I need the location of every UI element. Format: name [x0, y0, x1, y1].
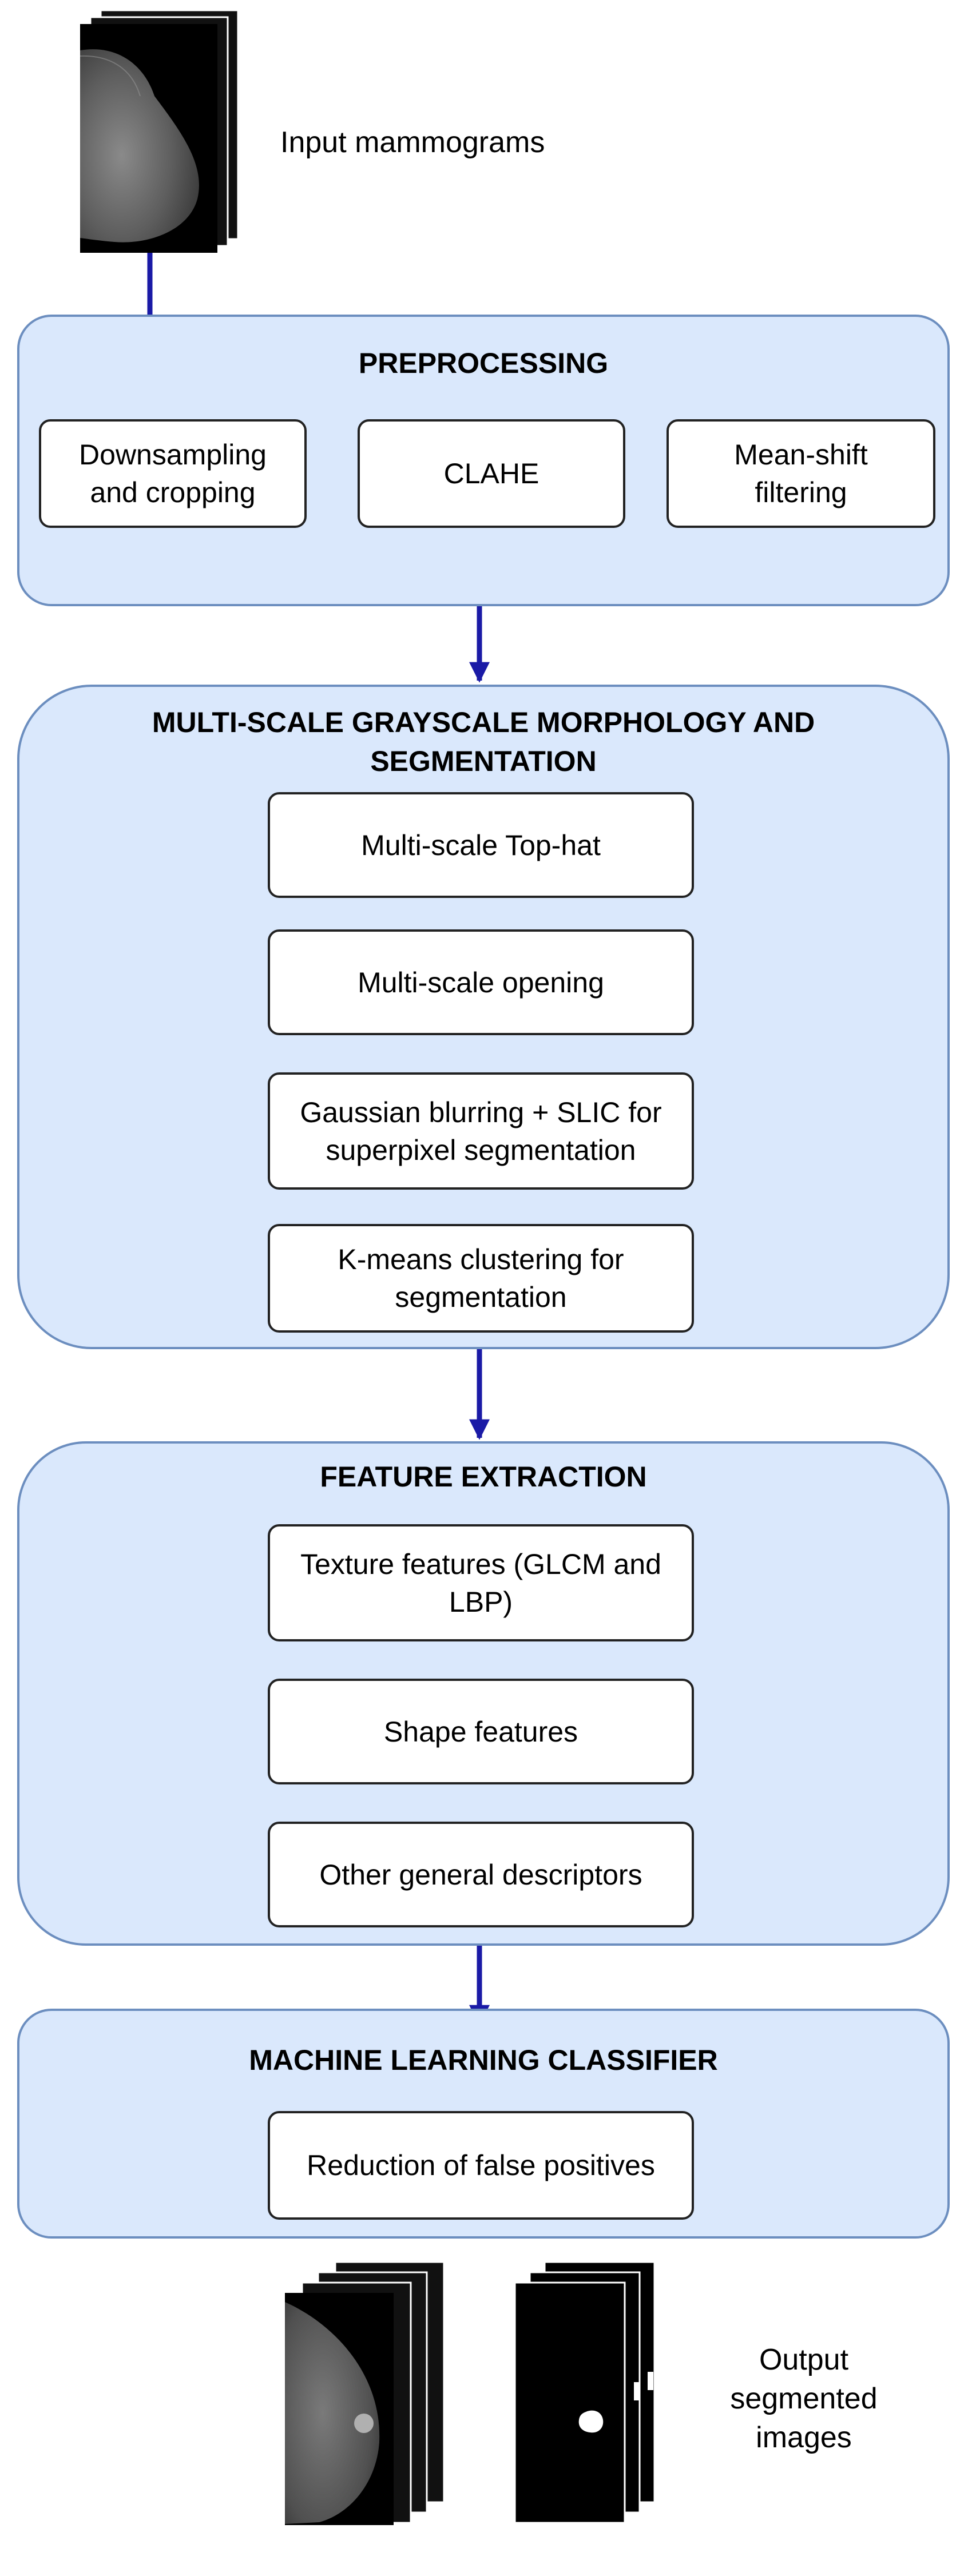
clahe-step: CLAHE	[358, 419, 625, 528]
feature-extraction-title: FEATURE EXTRACTION	[320, 1461, 647, 1493]
tophat-label: Multi-scale Top-hat	[361, 829, 601, 861]
kmeans-step: K-means clustering for segmentation	[268, 1224, 694, 1333]
downsampling-step: Downsampling and cropping	[39, 419, 307, 528]
tophat-step: Multi-scale Top-hat	[268, 792, 694, 898]
gaussian-slic-label: Gaussian blurring + SLIC for superpixel …	[300, 1096, 662, 1166]
kmeans-label: K-means clustering for segmentation	[338, 1243, 624, 1313]
opening-step: Multi-scale opening	[268, 929, 694, 1035]
gaussian-slic-step: Gaussian blurring + SLIC for superpixel …	[268, 1072, 694, 1190]
mean-shift-label: Mean-shift filtering	[734, 439, 868, 508]
mammogram-stack-icon	[80, 10, 239, 253]
other-descriptors-label: Other general descriptors	[319, 1858, 642, 1891]
preprocessing-title: PREPROCESSING	[358, 347, 609, 379]
shape-features-label: Shape features	[383, 1715, 578, 1748]
mammogram-stack-icon	[285, 2262, 445, 2525]
mean-shift-step: Mean-shift filtering	[667, 419, 935, 528]
shape-features-step: Shape features	[268, 1679, 694, 1784]
morphology-title: MULTI-SCALE GRAYSCALE MORPHOLOGY AND SEG…	[152, 706, 815, 777]
false-positive-reduction-step: Reduction of false positives	[268, 2111, 694, 2220]
output-segmented-label: Output segmented images	[730, 2343, 878, 2454]
classifier-title: MACHINE LEARNING CLASSIFIER	[249, 2044, 718, 2076]
false-positive-reduction-label: Reduction of false positives	[307, 2149, 655, 2181]
input-mammograms-label: Input mammograms	[280, 126, 545, 159]
other-descriptors-step: Other general descriptors	[268, 1822, 694, 1927]
segmentation-mask-stack-icon	[515, 2262, 656, 2524]
clahe-label: CLAHE	[443, 458, 539, 490]
opening-label: Multi-scale opening	[358, 966, 604, 999]
texture-features-label: Texture features (GLCM and LBP)	[300, 1548, 661, 1618]
texture-features-step: Texture features (GLCM and LBP)	[268, 1524, 694, 1641]
downsampling-label: Downsampling and cropping	[79, 439, 267, 508]
